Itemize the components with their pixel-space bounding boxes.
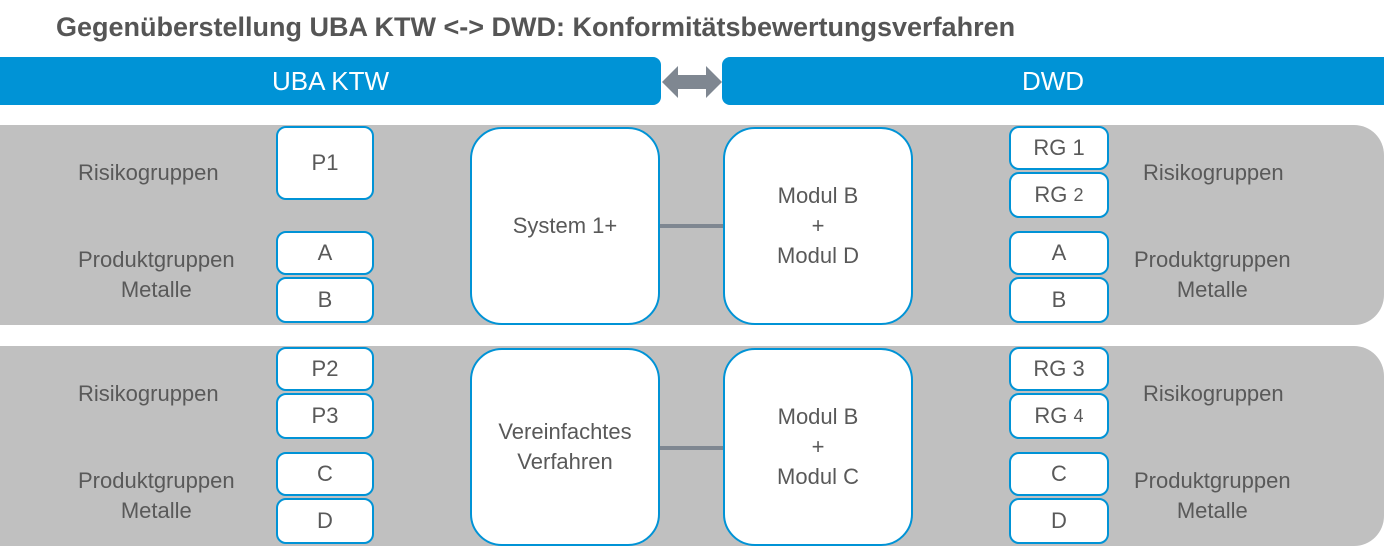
module-box-1: Modul B + Modul D	[723, 127, 913, 325]
product-box-a: A	[276, 231, 374, 275]
connector-line-1	[660, 224, 723, 228]
left-risk-label: Risikogruppen	[78, 160, 219, 185]
left-product-label: Produktgruppen Metalle	[78, 468, 235, 523]
page-title: Gegenüberstellung UBA KTW <-> DWD: Konfo…	[56, 12, 1016, 42]
right-product-label: Produktgruppen Metalle	[1134, 247, 1291, 302]
header-dwd: DWD	[722, 57, 1384, 105]
left-risk-label: Risikogruppen	[78, 381, 219, 406]
risk-box-rg2: RG 2	[1009, 172, 1109, 218]
product-box-c: C	[276, 452, 374, 496]
right-risk-label: Risikogruppen	[1143, 381, 1284, 406]
right-product-label: Produktgruppen Metalle	[1134, 468, 1291, 523]
risk-box-rg1: RG 1	[1009, 126, 1109, 170]
header-uba-ktw: UBA KTW	[0, 57, 661, 105]
product-box-a-right: A	[1009, 231, 1109, 275]
system-box-2: Vereinfachtes Verfahren	[470, 348, 660, 546]
product-box-b: B	[276, 277, 374, 323]
connector-line-2	[660, 446, 723, 450]
product-box-d: D	[276, 498, 374, 544]
product-box-b-right: B	[1009, 277, 1109, 323]
risk-box-p2: P2	[276, 347, 374, 391]
risk-box-rg4: RG 4	[1009, 393, 1109, 439]
risk-box-rg3: RG 3	[1009, 347, 1109, 391]
product-box-c-right: C	[1009, 452, 1109, 496]
system-box-1: System 1+	[470, 127, 660, 325]
double-arrow-icon	[662, 66, 722, 98]
left-product-label: Produktgruppen Metalle	[78, 247, 235, 302]
right-risk-label: Risikogruppen	[1143, 160, 1284, 185]
risk-box-p1: P1	[276, 126, 374, 200]
module-box-2: Modul B + Modul C	[723, 348, 913, 546]
product-box-d-right: D	[1009, 498, 1109, 544]
risk-box-p3: P3	[276, 393, 374, 439]
